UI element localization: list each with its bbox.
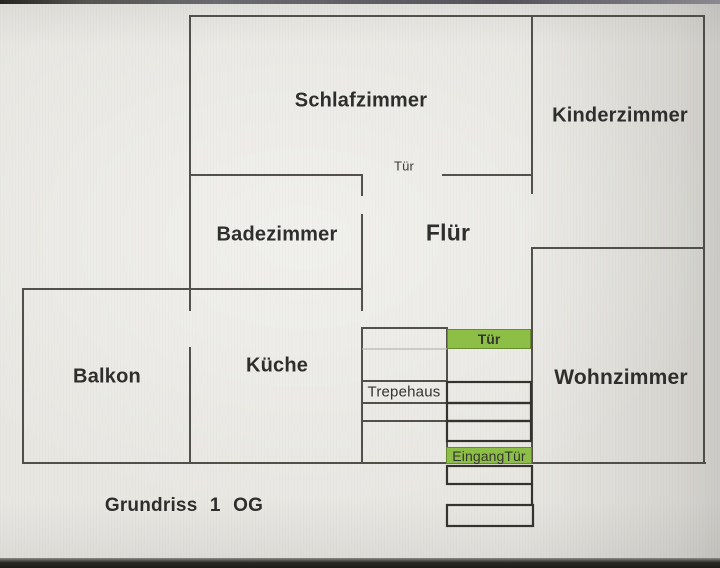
photo-bottom-edge <box>0 558 720 568</box>
entrance-door-label: EingangTür <box>452 447 526 464</box>
room-label-kueche: Küche <box>245 354 309 377</box>
room-label-fluer: Flür <box>425 219 471 246</box>
apartment-door-label: Tür <box>477 331 501 347</box>
room-label-trepehaus: Trepehaus <box>367 383 441 401</box>
room-label-badezimmer: Badezimmer <box>216 223 338 246</box>
door-label-schlafzimmer: Tür <box>393 158 415 174</box>
entrance-door-marker: EingangTür <box>446 447 532 464</box>
room-label-kinderzimmer: Kinderzimmer <box>552 104 688 127</box>
stair-steps <box>445 380 535 528</box>
photo-top-edge <box>0 0 720 4</box>
room-label-schlafzimmer: Schlafzimmer <box>294 89 428 112</box>
room-label-balkon: Balkon <box>73 365 141 388</box>
room-label-wohnzimmer: Wohnzimmer <box>554 366 688 389</box>
plan-caption: Grundriss 1 OG <box>104 495 264 516</box>
wall-lines <box>22 15 706 464</box>
apartment-door-marker: Tür <box>447 329 531 349</box>
